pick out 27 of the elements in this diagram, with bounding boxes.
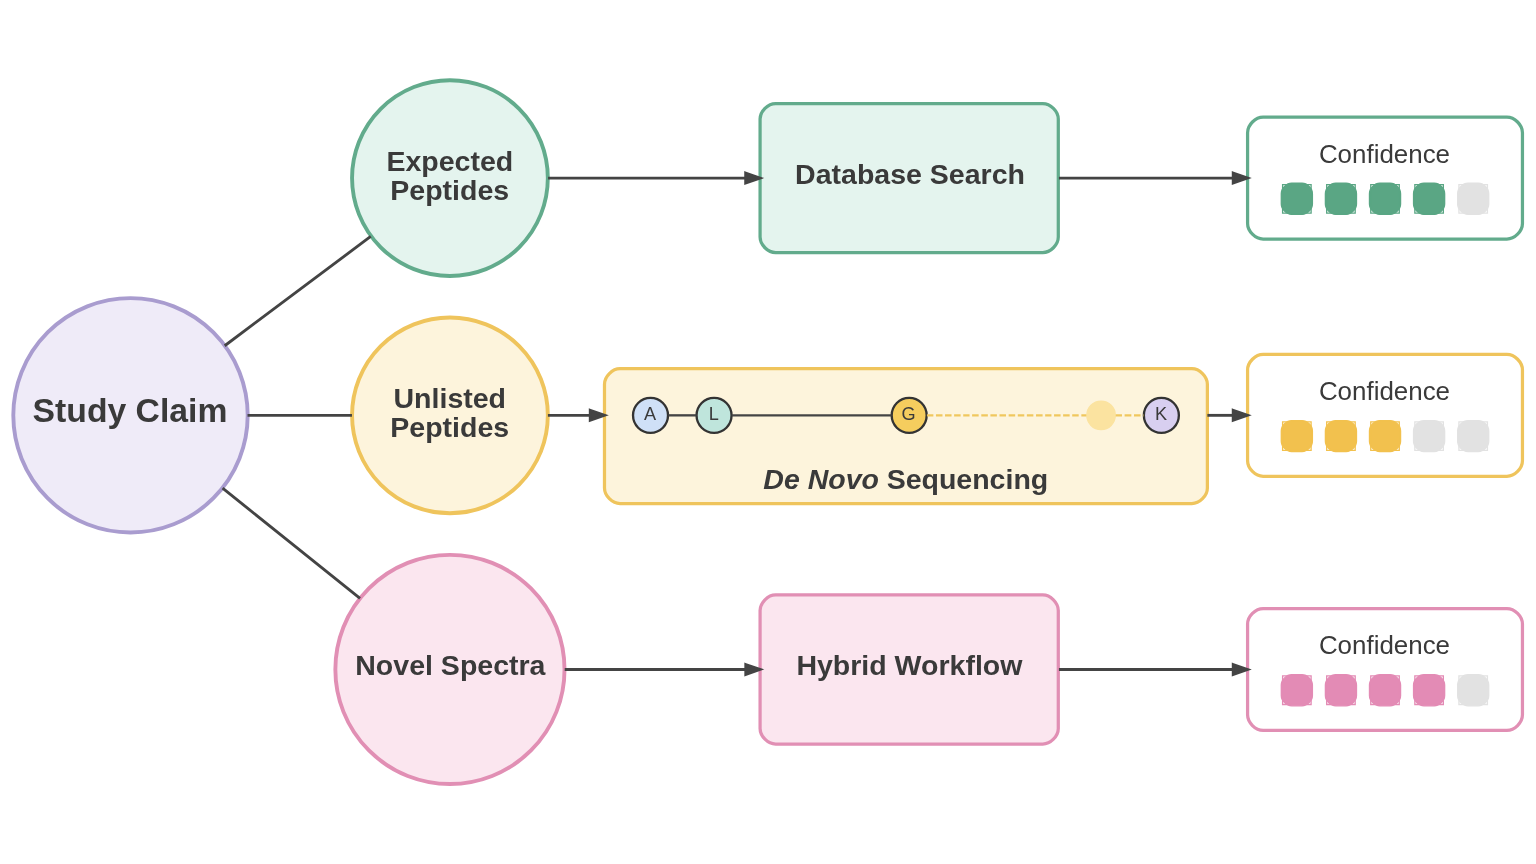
connector [668,414,697,417]
connector [223,235,372,347]
connector [926,414,1087,417]
node-box: Hybrid Workflow [758,593,1060,746]
arrow [1207,408,1252,423]
node-box: Confidence [1245,606,1525,733]
node-circle: Study Claim [11,296,250,535]
node-box: Database Search [758,101,1060,255]
node-circle [1086,400,1116,431]
node-circle: A [631,396,670,434]
node-circle: Expected Peptides [350,78,550,278]
node-circle: G [890,396,928,434]
node-circle: Novel Spectra [333,552,567,786]
node-box: Confidence [1245,115,1525,241]
node-circle: K [1142,396,1181,434]
node-circle: Unlisted Peptides [350,315,550,516]
arrow [548,171,765,186]
arrow [564,662,765,677]
node-circle: L [695,396,733,434]
connector [731,414,892,417]
connector [1115,414,1144,417]
arrow [547,408,609,423]
arrow [1058,171,1252,186]
arrow [1058,662,1252,677]
connector [247,413,352,417]
connector [221,487,361,600]
node-box: Confidence [1245,352,1525,478]
